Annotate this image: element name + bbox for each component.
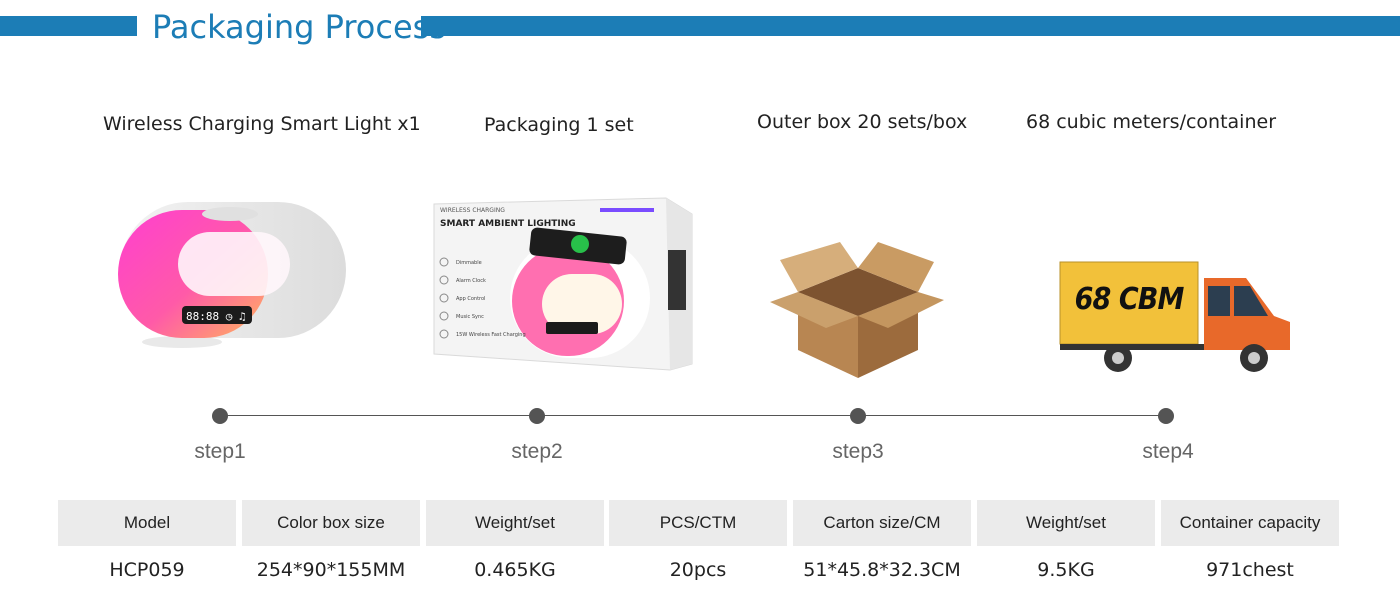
table-cell-pcs-ctm: 20pcs bbox=[669, 559, 727, 581]
timeline-dot-step2 bbox=[529, 408, 545, 424]
step1-caption: Wireless Charging Smart Light x1 bbox=[103, 113, 421, 135]
svg-text:Alarm Clock: Alarm Clock bbox=[456, 278, 486, 284]
table-header-container-capacity: Container capacity bbox=[1161, 500, 1339, 546]
table-header-color-box-size: Color box size bbox=[242, 500, 420, 546]
table-cell-container-capacity: 971chest bbox=[1206, 559, 1294, 581]
smart-light-image: 88:88 ◷ ♫ bbox=[112, 196, 348, 348]
table-cell-carton-size: 51*45.8*32.3CM bbox=[803, 559, 961, 581]
page-title: Packaging Process bbox=[152, 8, 446, 46]
table-header-carton-weight: Weight/set bbox=[977, 500, 1155, 546]
timeline-dot-step1 bbox=[212, 408, 228, 424]
svg-text:SMART AMBIENT LIGHTING: SMART AMBIENT LIGHTING bbox=[440, 219, 576, 229]
svg-text:WIRELESS CHARGING: WIRELESS CHARGING bbox=[440, 207, 505, 214]
svg-text:Music Sync: Music Sync bbox=[456, 314, 484, 320]
table-cell-model: HCP059 bbox=[109, 559, 185, 581]
svg-text:15W Wireless Fast Charging: 15W Wireless Fast Charging bbox=[456, 332, 526, 338]
header-bar-right bbox=[421, 16, 1400, 36]
table-cell-color-box-size: 254*90*155MM bbox=[256, 559, 406, 581]
carton-box-icon bbox=[768, 240, 946, 380]
step2-label: step2 bbox=[511, 440, 563, 463]
table-header-pcs-ctm: PCS/CTM bbox=[609, 500, 787, 546]
svg-text:App Control: App Control bbox=[456, 296, 485, 302]
step3-caption: Outer box 20 sets/box bbox=[757, 111, 968, 133]
table-header-weight-set: Weight/set bbox=[426, 500, 604, 546]
timeline-dot-step3 bbox=[850, 408, 866, 424]
step3-label: step3 bbox=[832, 440, 884, 463]
truck-cargo-label: 68 CBM bbox=[1074, 282, 1185, 317]
step2-caption: Packaging 1 set bbox=[484, 114, 634, 136]
step1-label: step1 bbox=[194, 440, 246, 463]
table-header-carton-size: Carton size/CM bbox=[793, 500, 971, 546]
table-cell-weight-set: 0.465KG bbox=[474, 559, 556, 581]
step4-label: step4 bbox=[1142, 440, 1194, 463]
header-bar-left bbox=[0, 16, 137, 36]
timeline-line bbox=[220, 415, 1166, 416]
truck-icon: 68 CBM bbox=[1058, 260, 1294, 378]
table-header-model: Model bbox=[58, 500, 236, 546]
timeline-dot-step4 bbox=[1158, 408, 1174, 424]
table-cell-carton-weight: 9.5KG bbox=[1037, 559, 1095, 581]
packaging-box-image: WIRELESS CHARGING SMART AMBIENT LIGHTING… bbox=[430, 196, 694, 372]
svg-text:Dimmable: Dimmable bbox=[456, 260, 482, 266]
svg-text:88:88 ◷ ♫: 88:88 ◷ ♫ bbox=[186, 310, 246, 323]
step4-caption: 68 cubic meters/container bbox=[1026, 111, 1277, 133]
